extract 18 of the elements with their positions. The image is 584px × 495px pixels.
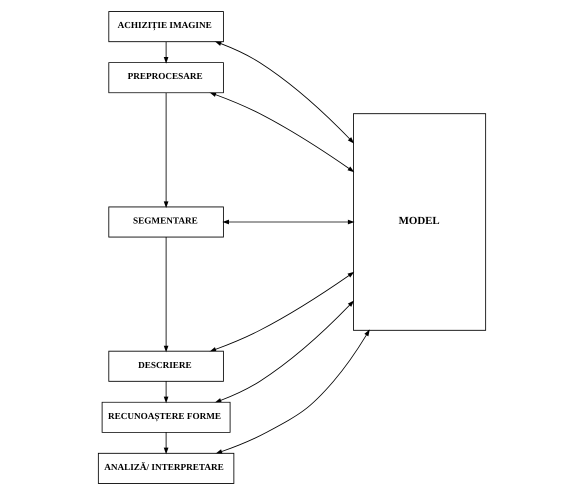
arrow xyxy=(222,220,355,224)
node-box: ANALIZĂ/ INTERPRETARE xyxy=(98,452,234,484)
arrow xyxy=(164,41,168,64)
arrow xyxy=(164,236,168,352)
node-box: ACHIZIȚIE IMAGINE xyxy=(108,11,224,42)
arrow xyxy=(209,92,354,172)
node-box: RECUNOAȘTERE FORME xyxy=(102,402,231,433)
arrow xyxy=(209,272,354,352)
node-box: PREPROCESARE xyxy=(108,62,224,94)
arrow xyxy=(164,380,168,404)
arrow xyxy=(164,432,168,454)
node-box: DESCRIERE xyxy=(108,350,224,382)
arrow xyxy=(214,41,354,144)
node-box: MODEL xyxy=(353,113,486,331)
arrow xyxy=(214,300,354,403)
arrow xyxy=(164,92,168,208)
node-box: SEGMENTARE xyxy=(108,206,224,238)
arrow xyxy=(216,329,370,454)
